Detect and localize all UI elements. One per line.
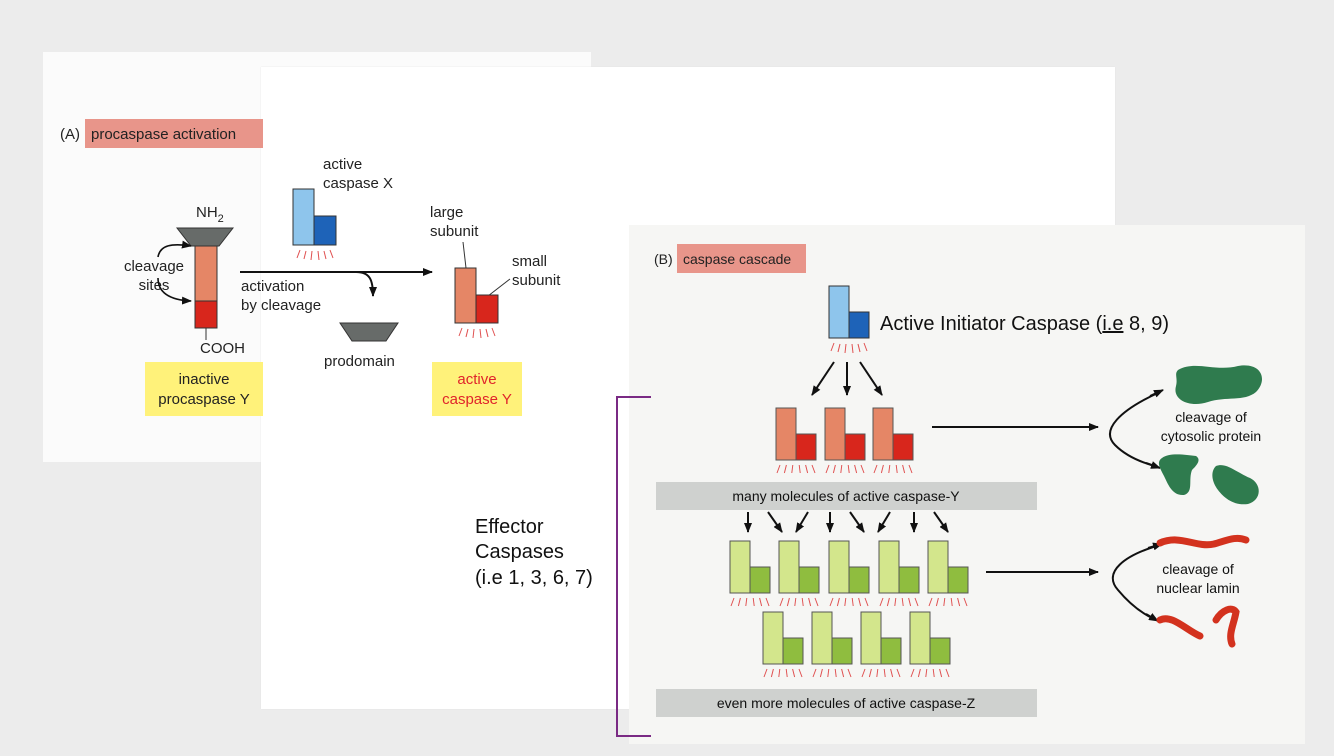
effector-line2: Caspases bbox=[475, 541, 564, 563]
cleavage-arrow-top bbox=[157, 240, 192, 258]
caspase-z-row-2 bbox=[762, 611, 951, 678]
nuclear-lamin-fragment-right bbox=[1212, 605, 1240, 648]
cytosolic-arrow-down bbox=[1145, 461, 1161, 469]
caspase-y-1 bbox=[775, 407, 817, 474]
initiator-arrow-right bbox=[859, 361, 883, 396]
band-caspase-y-bg bbox=[656, 482, 1037, 510]
y-to-z-arrow-2 bbox=[767, 511, 783, 533]
lamin-label-line1: cleavage of bbox=[1162, 561, 1234, 577]
caspase-y-2 bbox=[824, 407, 866, 474]
caspase-z-bottom-3 bbox=[860, 611, 902, 678]
y-to-z-arrows bbox=[744, 511, 949, 533]
large-subunit-line1: large bbox=[430, 204, 463, 221]
small-subunit-line1: small bbox=[512, 253, 547, 270]
nuclear-lamin-fragment-left bbox=[1156, 615, 1204, 640]
band-caspase-z-label: even more molecules of active caspase-Z bbox=[717, 695, 976, 711]
caspase-y-row bbox=[775, 407, 914, 474]
nuclear-lamin-intact bbox=[1156, 534, 1250, 549]
caspase-z-top-4 bbox=[878, 540, 920, 607]
activation-line1: activation bbox=[241, 278, 304, 295]
cytosolic-label-line2: cytosolic protein bbox=[1161, 428, 1261, 444]
inactive-procaspase-label-bg bbox=[145, 362, 263, 416]
active-caspase-x-icon bbox=[292, 188, 337, 261]
cytosolic-label-line1: cleavage of bbox=[1175, 409, 1247, 425]
initiator-caspase-icon bbox=[828, 285, 870, 354]
large-subunit-line2: subunit bbox=[430, 223, 479, 240]
prodomain-label: prodomain bbox=[324, 353, 395, 370]
cytosolic-protein-intact bbox=[1175, 365, 1262, 405]
small-subunit-line2: subunit bbox=[512, 272, 561, 289]
y-to-z-arrow-6 bbox=[877, 511, 891, 533]
panel-a-title-bg bbox=[85, 119, 263, 148]
y-to-z-arrow-3 bbox=[795, 511, 809, 533]
cytosolic-fragment-left bbox=[1158, 454, 1199, 496]
prodomain-shape bbox=[339, 322, 399, 342]
effector-line1: Effector bbox=[475, 516, 544, 538]
inactive-procaspase-label-line2: procaspase Y bbox=[158, 391, 249, 408]
caspase-z-top-1 bbox=[729, 540, 771, 607]
band-caspase-y-label: many molecules of active caspase-Y bbox=[732, 488, 960, 504]
cytosolic-fragment-right bbox=[1212, 465, 1259, 505]
lamin-label-line2: nuclear lamin bbox=[1156, 580, 1239, 596]
effector-bracket bbox=[616, 396, 651, 737]
effector-line3: (i.e 1, 3, 6, 7) bbox=[475, 567, 593, 589]
active-caspase-y-icon bbox=[454, 267, 499, 339]
activation-line2: by cleavage bbox=[241, 297, 321, 314]
initiator-arrow-left bbox=[811, 361, 835, 396]
cleavage-sites-line2: sites bbox=[139, 277, 170, 294]
prodomain-arrow bbox=[355, 271, 377, 297]
initiator-caspase-label: Active Initiator Caspase (i.e 8, 9) bbox=[880, 313, 1169, 335]
panel-b-title: caspase cascade bbox=[683, 251, 791, 267]
panel-a-letter: (A) bbox=[60, 126, 80, 143]
active-caspase-x-line1: active bbox=[323, 156, 362, 173]
caspase-z-top-5 bbox=[927, 540, 969, 607]
large-subunit-pointer bbox=[462, 241, 467, 269]
caspase-y-3 bbox=[872, 407, 914, 474]
panel-b-letter: (B) bbox=[654, 251, 673, 267]
panel-b-title-bg bbox=[677, 244, 806, 273]
caspase-z-bottom-4 bbox=[909, 611, 951, 678]
caspase-z-row-1 bbox=[729, 540, 969, 607]
panel-a-title: procaspase activation bbox=[91, 126, 236, 143]
band-caspase-z-bg bbox=[656, 689, 1037, 717]
active-caspase-y-label-bg bbox=[432, 362, 522, 416]
caspase-z-top-2 bbox=[778, 540, 820, 607]
caspase-z-bottom-2 bbox=[811, 611, 853, 678]
cleavage-sites-line1: cleavage bbox=[124, 258, 184, 275]
caspase-z-bottom-1 bbox=[762, 611, 804, 678]
inactive-procaspase-label-line1: inactive bbox=[179, 371, 230, 388]
active-caspase-x-line2: caspase X bbox=[323, 175, 393, 192]
caspase-z-top-3 bbox=[828, 540, 870, 607]
active-caspase-y-label-line2: caspase Y bbox=[442, 391, 512, 408]
active-caspase-y-label-line1: active bbox=[457, 371, 496, 388]
cytosolic-arrow-up bbox=[1149, 389, 1164, 398]
y-to-z-arrow-8 bbox=[933, 511, 949, 533]
nh2-label: NH2 bbox=[196, 204, 224, 225]
lamin-arrow-down bbox=[1145, 613, 1159, 622]
cleavage-arrow-bottom bbox=[157, 277, 192, 305]
lamin-split-curve bbox=[1111, 544, 1161, 619]
cytosolic-split-curve bbox=[1109, 391, 1161, 467]
cooh-label: COOH bbox=[200, 340, 245, 357]
small-subunit-pointer bbox=[487, 278, 511, 297]
y-to-z-arrow-5 bbox=[849, 511, 865, 533]
